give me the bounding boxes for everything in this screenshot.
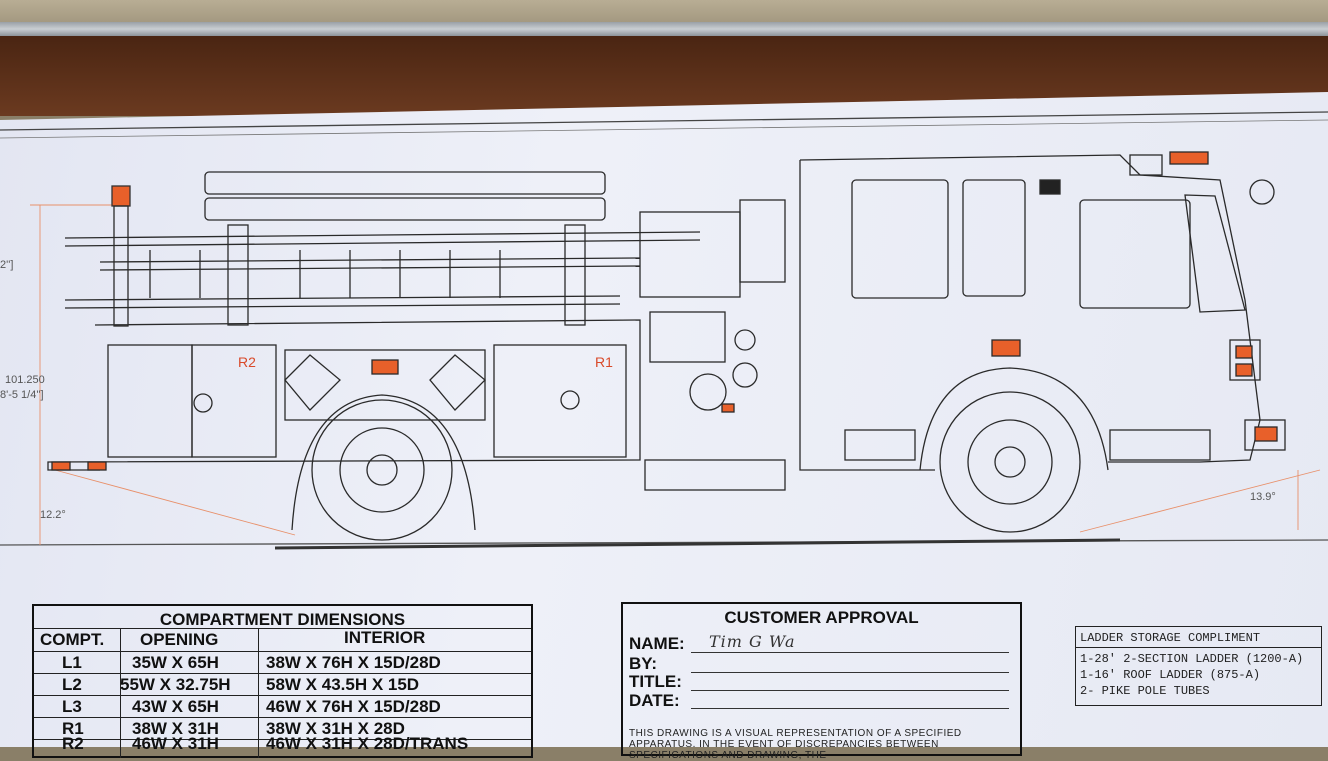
list-item: 2- PIKE POLE TUBES [1080,684,1210,698]
table-title: COMPARTMENT DIMENSIONS [159,610,406,629]
table-row: R2 46W X 31H 46W X 31H X 28D/TRANS [62,734,469,753]
display-frame [0,22,1328,36]
compartment-label-r1: R1 [595,354,613,370]
dim-height-top: 2''] [0,259,13,271]
title-label: TITLE: [629,672,682,691]
approval-title: CUSTOMER APPROVAL [724,608,919,627]
header-interior: INTERIOR [344,628,426,647]
dim-height-value: 101.250 [5,374,45,386]
dim-angle-left: 12.2° [40,509,66,521]
fire-engine-drawing: R2 R1 2''] 101.250 8'-5 1/4''] 12.2° 13.… [0,111,1328,550]
ladder-rack [64,171,701,326]
table-row: R1 38W X 31H 38W X 31H X 28D [62,719,405,738]
dim-angle-right: 13.9° [1250,491,1276,503]
signature: Tim G Wa [709,632,796,651]
rear-body [47,319,641,471]
sheet-border-top [0,111,1328,131]
table-row: L3 43W X 65H 46W X 76H X 15D/28D [62,697,441,716]
dimension-lines [30,204,1321,545]
pump-panel [639,199,786,491]
name-label: NAME: [629,634,685,653]
list-item: 1-16' ROOF LADDER (875-A) [1080,668,1261,682]
by-label: BY: [629,654,658,673]
ladder-storage-box: LADDER STORAGE COMPLIMENT 1-28' 2-SECTIO… [1075,626,1322,706]
header-opening: OPENING [140,630,219,649]
disclaimer-note: THIS DRAWING IS A VISUAL REPRESENTATION … [629,728,962,761]
date-label: DATE: [629,691,680,710]
cab [799,151,1286,471]
compartment-label-r2: R2 [238,354,256,370]
blueprint-sheet [0,92,1328,747]
dim-height-fraction: 8'-5 1/4''] [0,389,44,401]
front-wheel [919,367,1109,533]
table-row: L1 35W X 65H 38W X 76H X 15D/28D [62,653,441,672]
list-item: 1-28' 2-SECTION LADDER (1200-A) [1080,652,1304,666]
header-compt: COMPT. [40,630,105,649]
table-row: L2 55W X 32.75H 58W X 43.5H X 15D [62,675,420,694]
customer-approval-box: CUSTOMER APPROVAL NAME: Tim G Wa BY: TIT… [621,602,1022,761]
compartment-dimensions-table: COMPARTMENT DIMENSIONS COMPT. OPENING IN… [32,604,533,758]
rear-warning-light [111,185,131,207]
ladder-storage-title: LADDER STORAGE COMPLIMENT [1080,631,1261,645]
rear-wheel [291,394,476,541]
